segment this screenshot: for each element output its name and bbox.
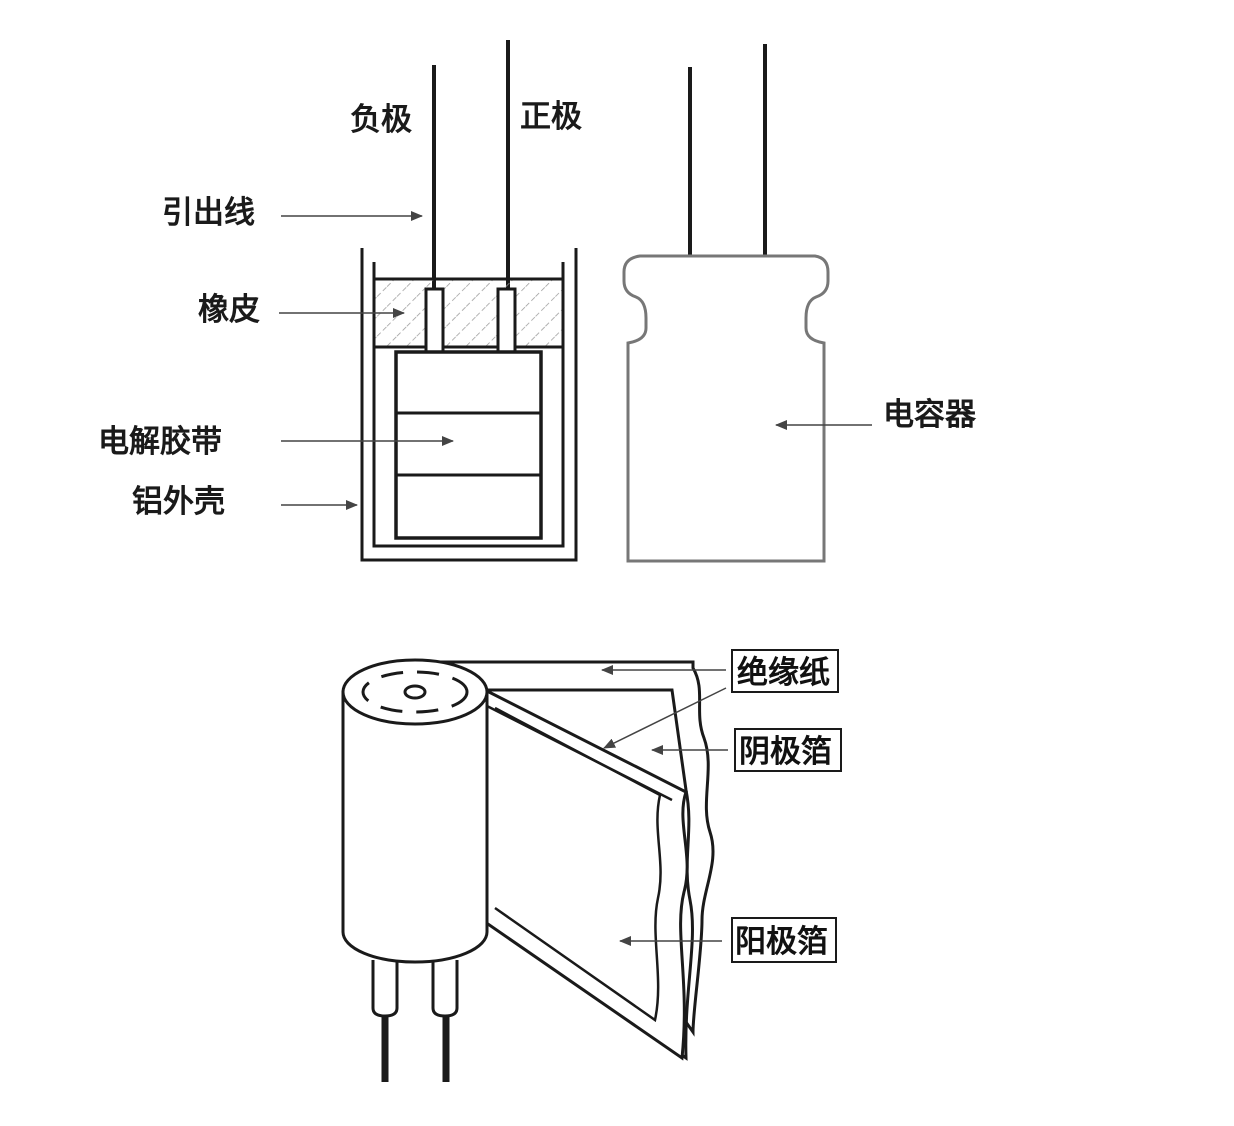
cathode-foil-box (734, 728, 842, 772)
label-electrolytic-tape: 电解胶带 (98, 424, 222, 460)
anode-foil-box (731, 917, 837, 963)
label-rubber: 橡皮 (198, 292, 260, 328)
rolled-cylinder-top (341, 658, 489, 726)
rubber-plug (372, 277, 565, 349)
label-positive-pole: 正极 (520, 99, 582, 135)
label-insulating-paper: 绝缘纸 (737, 655, 830, 691)
rolled-element-view: 绝缘纸 阴极箔 阳极箔 (341, 649, 842, 1082)
label-cathode-foil: 阴极箔 (739, 734, 832, 770)
label-aluminum-shell: 铝外壳 (132, 484, 225, 520)
label-lead-wire: 引出线 (162, 195, 255, 231)
rolled-cylinder-body (341, 690, 489, 964)
insulating-paper-box (731, 649, 839, 693)
label-anode-foil: 阳极箔 (735, 924, 828, 960)
rolled-leg-right (431, 960, 459, 1018)
label-capacitor: 电容器 (883, 397, 977, 433)
anode-foil-inner (494, 706, 662, 1023)
cross-section-view: 负极 正极 引出线 橡皮 电解胶带 铝外壳 (98, 40, 582, 562)
cathode-foil-inner (484, 703, 673, 802)
cylinder-center-hole (403, 684, 427, 700)
capacitor-outline-view: 电容器 (622, 44, 977, 563)
rolled-leg-left (371, 960, 399, 1018)
negative-terminal-post (424, 287, 445, 356)
arrow-insulating-paper-diagonal (603, 687, 727, 749)
positive-terminal-post (496, 287, 517, 356)
capacitor-body (622, 254, 830, 563)
electrolytic-tape-element (394, 350, 543, 540)
aluminum-shell-outer (360, 248, 578, 562)
aluminum-shell-inner (372, 262, 565, 548)
cylinder-top-ring (361, 670, 469, 714)
label-negative-pole: 负极 (350, 102, 412, 138)
